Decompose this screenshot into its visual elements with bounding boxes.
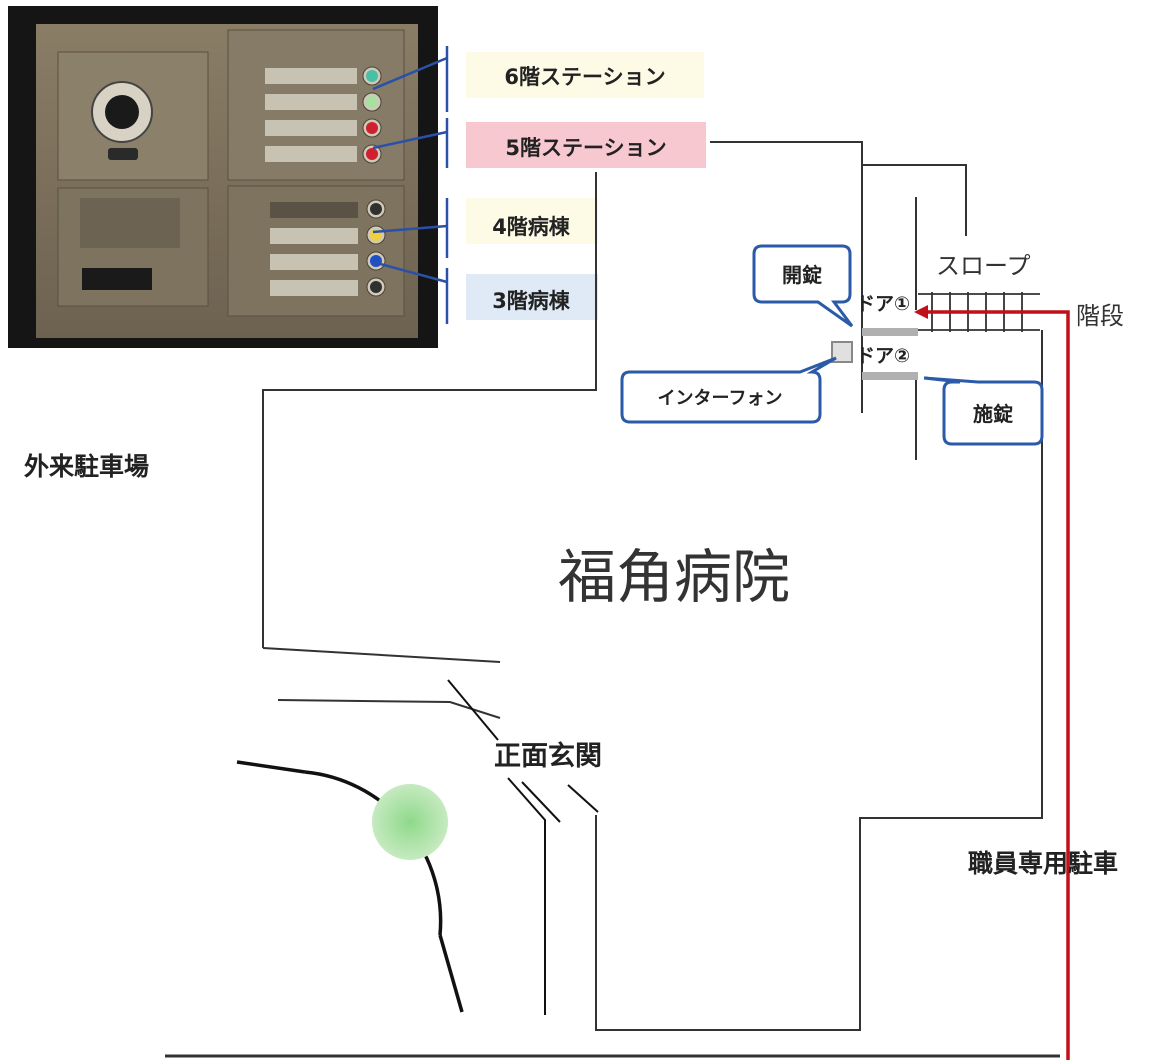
call-button-1	[366, 70, 378, 82]
ward-label-4f: 4階病棟	[492, 215, 571, 239]
speaker-grille-icon	[80, 198, 180, 248]
staff-parking-label: 職員専用駐車	[968, 849, 1118, 878]
intercom-unit-icon	[831, 341, 853, 363]
label-bg-5f	[466, 122, 706, 168]
call-button-5	[370, 203, 382, 215]
call-button-3	[366, 122, 378, 134]
svg-text:施錠: 施錠	[973, 402, 1013, 426]
hospital-name: 福角病院	[558, 543, 790, 611]
intercom-photo	[8, 6, 438, 348]
callout-intercom: インターフォン	[620, 356, 837, 424]
stairs-label: 階段	[1076, 302, 1124, 330]
station-labels: 6階ステーション 5階ステーション 4階病棟 3階病棟	[466, 52, 706, 320]
staff-route	[924, 310, 1070, 1060]
door1-bar	[862, 328, 918, 336]
callout-lock: 施錠	[923, 376, 1044, 446]
label-bg-6f	[466, 52, 704, 98]
call-button-8	[370, 281, 382, 293]
door2-label: ドア②	[856, 345, 910, 367]
door2-bar	[862, 372, 918, 380]
station-label-6f: 6階ステーション	[504, 65, 665, 89]
slope-label: スロープ	[936, 252, 1031, 280]
connector-lines	[372, 46, 449, 324]
callout-unlock: 開錠	[752, 244, 854, 328]
label-bg-4f	[466, 198, 598, 244]
call-button-4	[366, 148, 378, 160]
svg-text:開錠: 開錠	[782, 263, 822, 287]
station-label-5f: 5階ステーション	[505, 136, 666, 160]
label-bg-3f	[466, 274, 598, 320]
door1-label: ドア①	[856, 293, 910, 315]
svg-text:インターフォン: インターフォン	[658, 388, 783, 409]
outpatient-parking-label: 外来駐車場	[24, 452, 149, 481]
ward-label-3f: 3階病棟	[492, 289, 571, 313]
roundabout-planter	[372, 784, 448, 860]
building-outline	[262, 141, 1043, 1031]
route-arrow-icon	[914, 305, 928, 319]
main-entrance-label: 正面玄関	[494, 740, 602, 772]
call-button-2	[366, 96, 378, 108]
